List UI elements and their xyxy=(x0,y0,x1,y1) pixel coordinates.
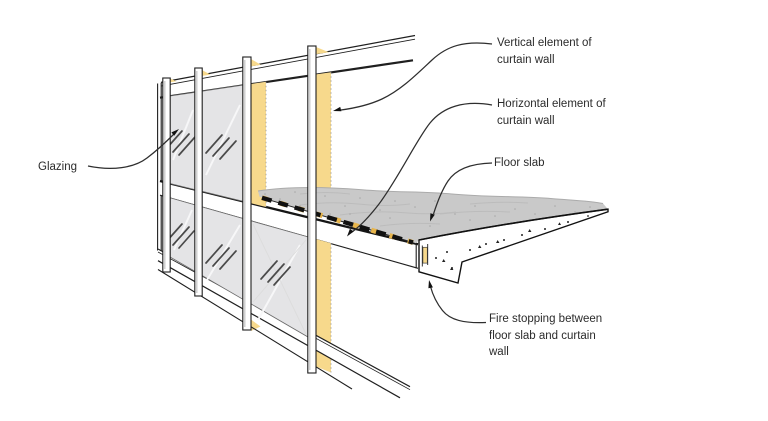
leader-glazing xyxy=(87,129,179,169)
fire-stopping xyxy=(261,195,428,264)
label-line: Fire stopping between xyxy=(489,313,603,325)
leader-horizontal-element xyxy=(347,102,493,237)
label-glazing: Glazing xyxy=(38,159,77,176)
label-floor-slab: Floor slab xyxy=(494,155,545,172)
label-fire-stopping: Fire stopping between floor slab and cur… xyxy=(489,311,602,361)
label-line: Horizontal element of xyxy=(497,98,606,110)
slab-end-edge-lines xyxy=(415,243,429,269)
label-line: curtain wall xyxy=(497,53,555,66)
label-line: Vertical element of xyxy=(497,37,592,49)
vertical-element-highlights xyxy=(170,47,332,373)
label-line: wall xyxy=(489,346,509,358)
leader-lines xyxy=(87,42,493,324)
slab-texture-lines xyxy=(299,192,529,227)
label-horizontal-element: Horizontal element of curtain wall xyxy=(497,96,606,129)
leader-vertical-element xyxy=(333,42,493,112)
label-vertical-element: Vertical element of curtain wall xyxy=(497,35,592,68)
leader-fire-stopping xyxy=(428,280,487,324)
leader-floor-slab xyxy=(430,162,493,222)
floor-slab-cut-face xyxy=(415,208,609,284)
label-line: Glazing xyxy=(38,161,77,173)
label-line: curtain wall xyxy=(497,114,555,127)
label-line: floor slab and curtain xyxy=(489,329,596,342)
label-line: Floor slab xyxy=(494,157,545,169)
glass-reflection-streaks xyxy=(172,104,301,321)
left-jamb xyxy=(157,82,162,252)
mullion-faces xyxy=(162,45,317,374)
glass-hatch-marks xyxy=(165,130,291,286)
fire-stopping-strip xyxy=(422,246,428,264)
slab-aggregate-marks xyxy=(435,215,589,270)
